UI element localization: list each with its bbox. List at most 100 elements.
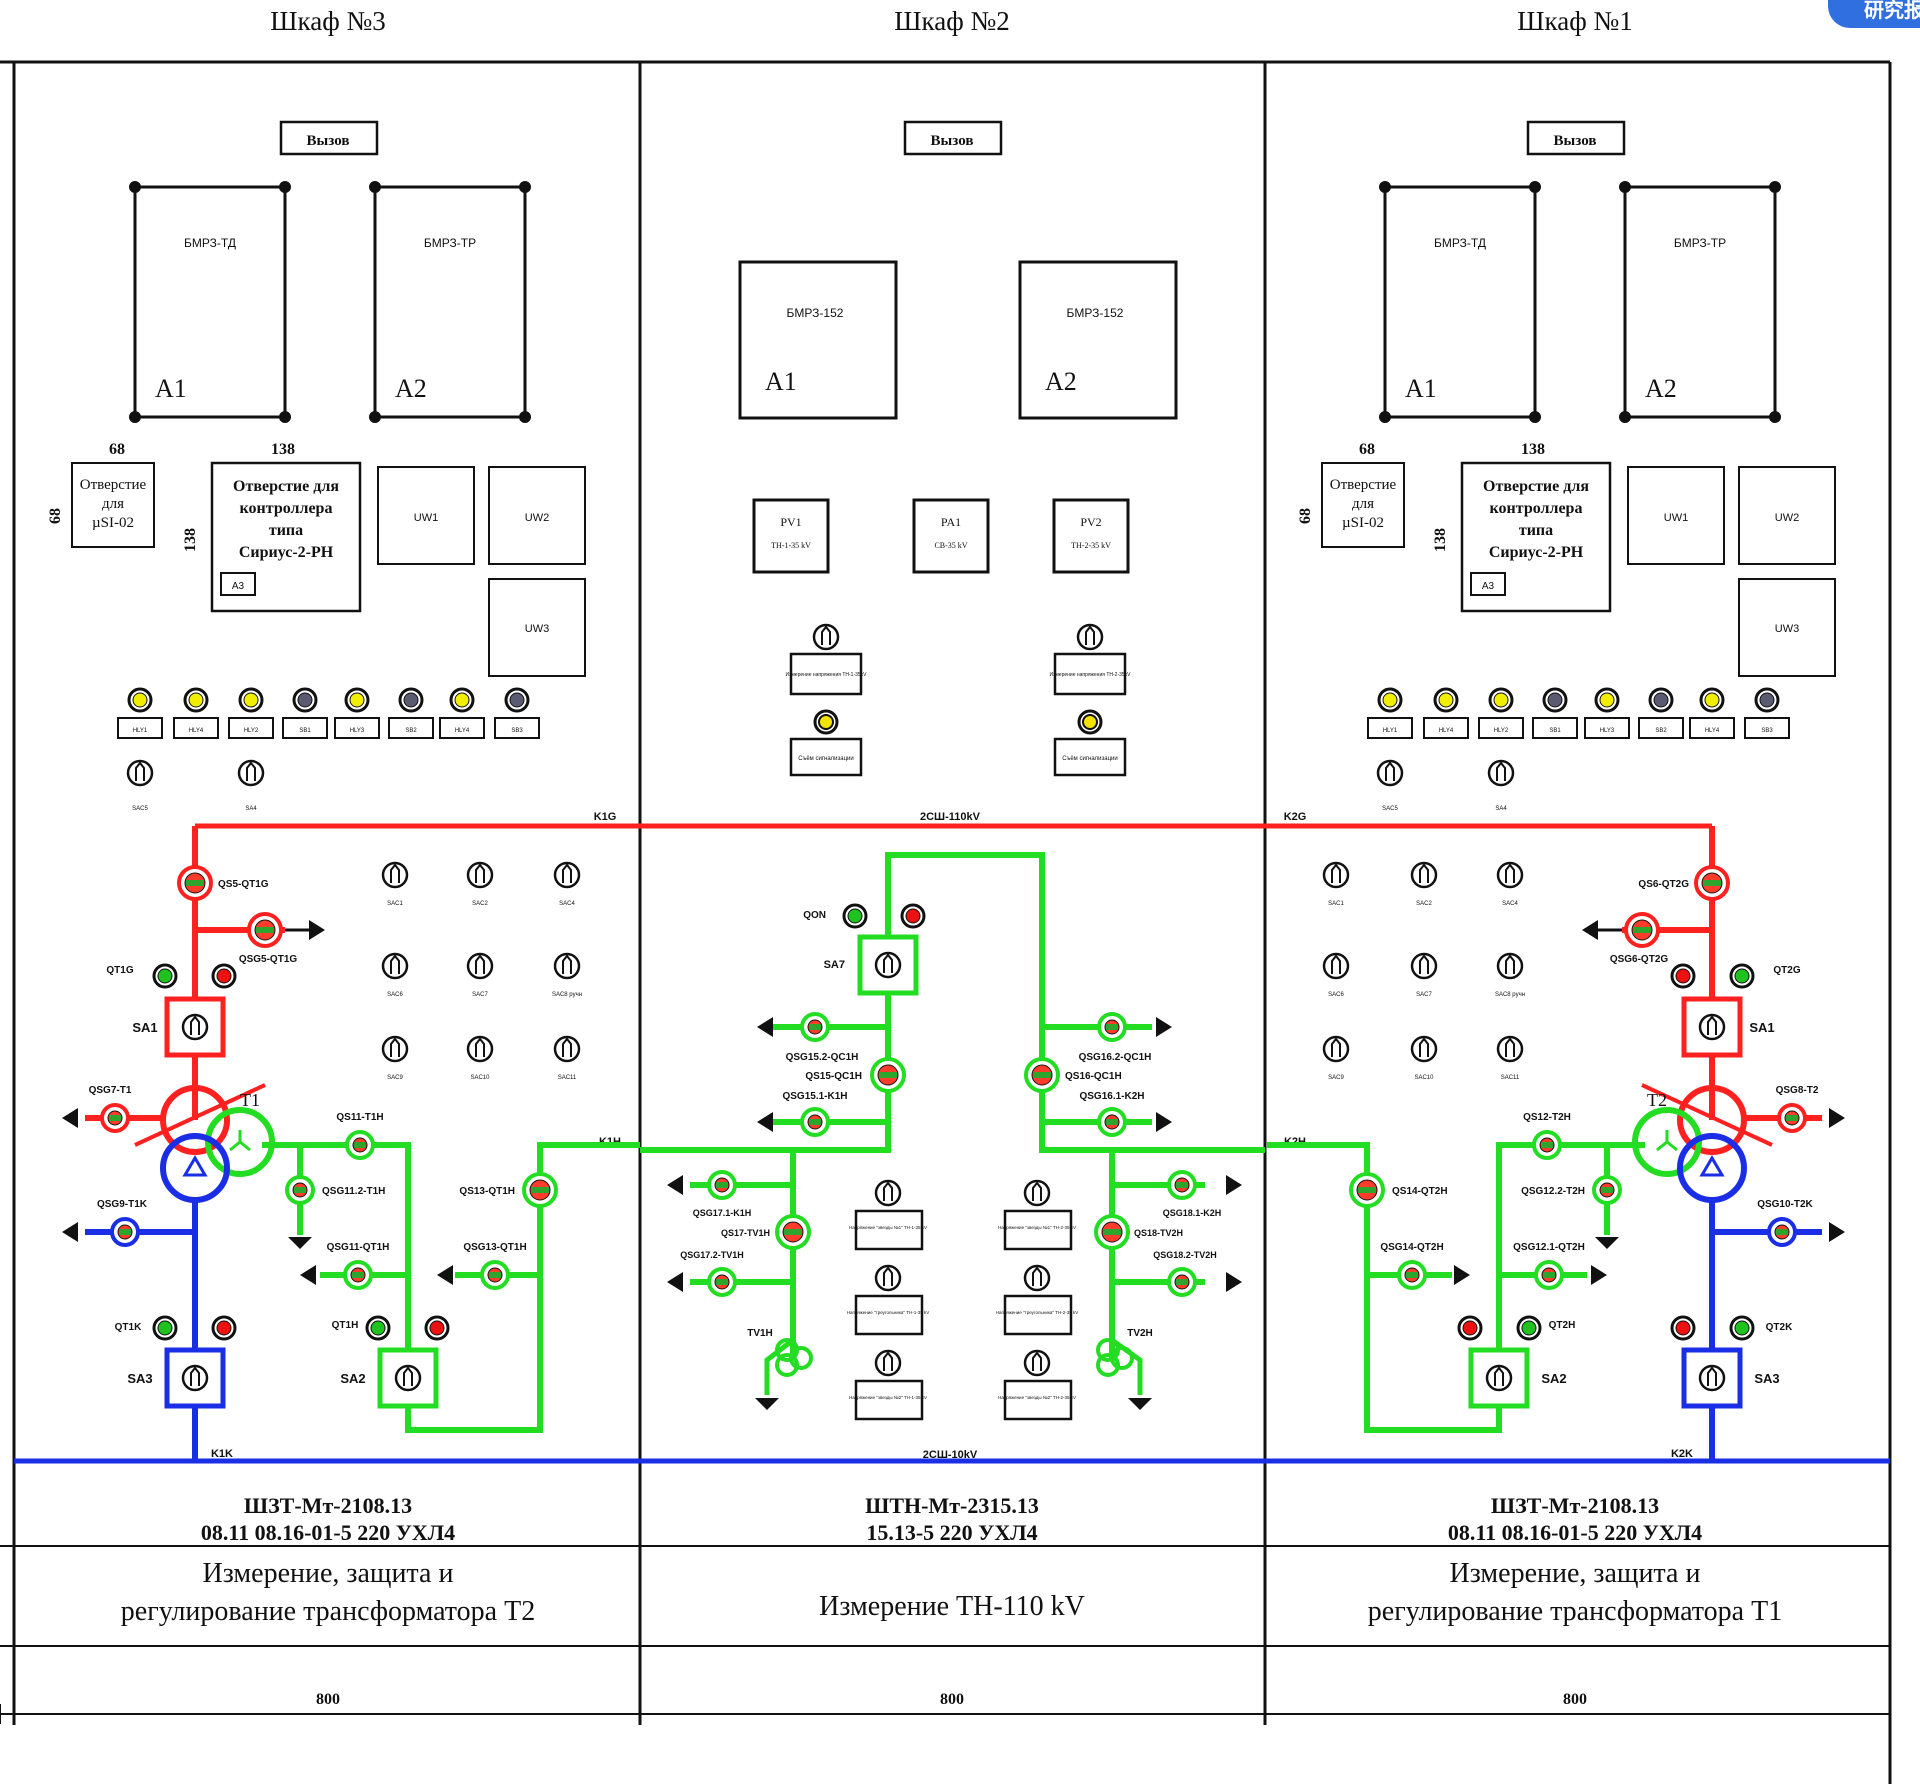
- knob-arrow: [1505, 863, 1515, 883]
- breaker-label: QT1G: [106, 965, 133, 976]
- voltage-selector-label: Напряжение "звезды №1" ТН-1-35 kV: [849, 1225, 927, 1230]
- uw-label: UW2: [525, 512, 549, 524]
- knob-arrow: [562, 954, 572, 974]
- knob-ring: [1698, 1364, 1726, 1392]
- knob-arrow: [1496, 761, 1506, 781]
- voltage-selector-label: Напряжение "звезды №2" ТН-1-35 kV: [849, 1395, 927, 1400]
- switch-label: QS15-QC1H: [805, 1071, 862, 1082]
- hole-label: для: [1352, 496, 1374, 512]
- reset-button: [1082, 714, 1098, 730]
- meter-tag: PA1: [941, 515, 961, 529]
- screw: [1769, 411, 1781, 423]
- model-code-2: 08.11 08.16-01-5 220 УХЛ4: [1448, 1520, 1702, 1545]
- switch-label: QSG17.2-TV1H: [680, 1250, 744, 1260]
- voltage-selector: [1032, 1181, 1042, 1201]
- knob-ring: [874, 1349, 902, 1377]
- knob-ring: [553, 952, 581, 980]
- lamp-tag: HLY3: [1600, 728, 1615, 734]
- lamp-tag-box: [228, 717, 274, 739]
- breaker-label: SA2: [340, 1371, 365, 1386]
- selector-plate: [789, 652, 863, 696]
- lamp-tag-box: [1744, 717, 1790, 739]
- dim-label: 68: [1359, 441, 1375, 458]
- switch-label: QSG12.2-T2H: [1521, 1186, 1585, 1197]
- relay-model: БМРЗ-ТР: [1674, 236, 1726, 250]
- knob-ring: [1023, 1349, 1051, 1377]
- lamp-tag: SB3: [511, 728, 523, 734]
- earthing-switch-t-bar: [109, 1115, 121, 1121]
- control-switch: [390, 1037, 400, 1057]
- status-lamp-green: [847, 908, 863, 924]
- lamp-tag-box: [388, 717, 434, 739]
- earthing-switch-bar: [716, 1279, 728, 1285]
- disconnector-bar: [1033, 1072, 1051, 1078]
- dim-label: 68: [47, 508, 64, 524]
- earthing-switch-t2-bar: [294, 1187, 306, 1193]
- switch-label: QS5-QT1G: [218, 879, 269, 890]
- knob-ring: [466, 861, 494, 889]
- screw: [1529, 411, 1541, 423]
- indicator-lamp: [1493, 692, 1509, 708]
- corner-badge[interactable]: 研究报: [1828, 0, 1920, 28]
- status-lamp-red: [429, 1320, 445, 1336]
- bus-label: K1K: [211, 1448, 233, 1460]
- bus-label: 2СШ-10kV: [923, 1449, 978, 1461]
- lamp-tag: HLY4: [1439, 728, 1454, 734]
- uw-label: UW1: [414, 512, 438, 524]
- relay-model: БМРЗ-152: [1067, 306, 1124, 320]
- switch-label: QON: [803, 910, 826, 921]
- arrow-icon: [437, 1265, 453, 1285]
- knob-arrow: [1505, 1037, 1515, 1057]
- breaker-label: QT2H: [1549, 1320, 1576, 1331]
- voltage-selector: [1032, 1266, 1042, 1286]
- indicator-lamp: [1382, 692, 1398, 708]
- arrow-icon: [667, 1272, 683, 1292]
- earthing-switch-bar: [716, 1182, 728, 1188]
- lamp-tag: SB1: [1549, 728, 1561, 734]
- vt-label: TV1H: [747, 1328, 773, 1339]
- voltage-selector-plate: [854, 1379, 924, 1421]
- breaker-sa2-knob: [1494, 1366, 1504, 1386]
- relay-position: A1: [765, 367, 797, 396]
- arrow-icon: [1156, 1017, 1172, 1037]
- knob-ring: [874, 1264, 902, 1292]
- disconnector-qs-qt-bar: [531, 1187, 549, 1193]
- switch-label: QSG5-QT1G: [239, 954, 298, 965]
- arrow-icon: [62, 1108, 78, 1128]
- knob-arrow: [1331, 863, 1341, 883]
- breaker-label: SA1: [132, 1020, 157, 1035]
- lamp-tag-box: [282, 717, 328, 739]
- uw-label: UW3: [525, 623, 549, 635]
- hole-label: µSI-02: [92, 515, 134, 531]
- switch-label: QSG6-QT2G: [1610, 954, 1669, 965]
- control-switch: [1419, 1037, 1429, 1057]
- hole-label: Отверстие: [1330, 477, 1397, 493]
- bus-label: K1G: [594, 811, 617, 823]
- control-switch: [390, 863, 400, 883]
- knob-ring: [1322, 952, 1350, 980]
- switch-tag: SAC7: [1416, 992, 1432, 998]
- status-lamp-green: [1734, 1320, 1750, 1336]
- reset-plate: [789, 737, 863, 777]
- description: Измерение, защита и: [1450, 1558, 1701, 1589]
- switch-label: QS11-T1H: [336, 1112, 383, 1123]
- lamp-tag: HLY4: [189, 728, 204, 734]
- lamp-tag: HLY1: [1383, 728, 1398, 734]
- screw: [369, 181, 381, 193]
- hole-label: контроллера: [240, 500, 333, 517]
- low-side-wire: [885, 852, 1265, 1153]
- transformer-label: T1: [240, 1090, 260, 1110]
- disconnector-bar: [1103, 1229, 1121, 1235]
- voltage-selector: [883, 1181, 893, 1201]
- screw: [369, 411, 381, 423]
- call-button-label: Вызов: [1554, 133, 1597, 149]
- call-button-label: Вызов: [931, 133, 974, 149]
- lamp-tag: SB1: [299, 728, 311, 734]
- relay-a2: [1623, 185, 1777, 419]
- hole-label: типа: [269, 522, 303, 539]
- measurement-selector: [1085, 625, 1095, 645]
- earthing-switch-k-bar: [119, 1229, 131, 1235]
- voltage-selector-label: Напряжение "звезды №1" ТН-2-35 kV: [998, 1225, 1076, 1230]
- switch-tag: SAC10: [470, 1075, 490, 1081]
- knob-ring: [381, 1035, 409, 1063]
